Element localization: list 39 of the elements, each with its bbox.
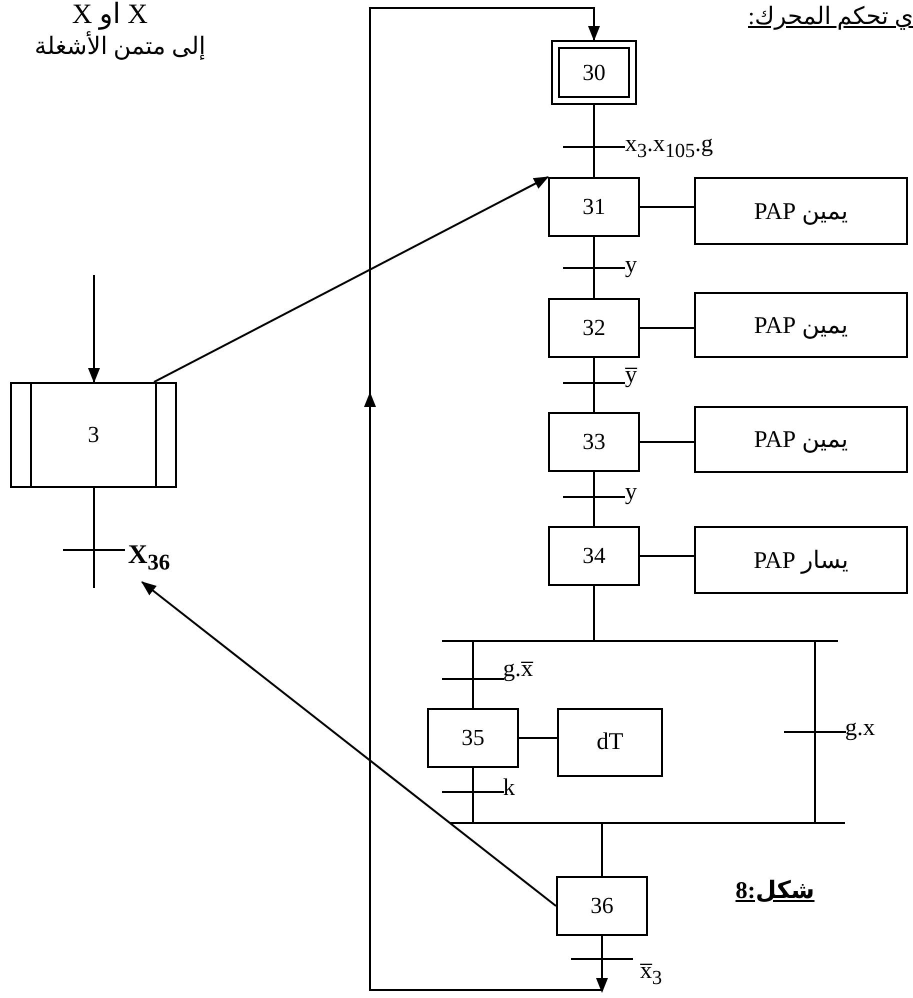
arrow bbox=[141, 581, 557, 907]
step-box: 34 bbox=[548, 526, 640, 586]
action-box: يمين PAP bbox=[694, 177, 908, 245]
connector-line bbox=[640, 327, 694, 329]
step-box: 32 bbox=[548, 298, 640, 358]
connector-line bbox=[593, 358, 595, 412]
action-box: يسار PAP bbox=[694, 526, 908, 594]
transition-condition: X$_{36}$ bbox=[128, 540, 170, 576]
transition-condition: g.x̅ bbox=[503, 656, 533, 682]
action-box: dT bbox=[557, 708, 663, 777]
connector-line bbox=[640, 555, 694, 557]
figure-caption: شكل:8 bbox=[736, 878, 814, 904]
transition-condition: x̅$_{3}$ bbox=[640, 958, 662, 989]
transition-condition: k bbox=[503, 775, 515, 802]
connector-line bbox=[593, 472, 595, 526]
step-box: 35 bbox=[427, 708, 519, 768]
connector-line bbox=[93, 488, 95, 588]
note-text: X او X bbox=[72, 0, 148, 31]
transition-condition: g.x bbox=[845, 715, 875, 742]
initial-step-box: 30 bbox=[551, 40, 637, 105]
heading: ي تحكم المحرك: bbox=[748, 4, 913, 30]
arrow bbox=[154, 176, 549, 383]
connector-line bbox=[640, 206, 694, 208]
connector-line bbox=[593, 237, 595, 298]
connector-line bbox=[593, 105, 595, 177]
arrow bbox=[364, 7, 608, 993]
action-box: يمين PAP bbox=[694, 406, 908, 473]
step-box: 36 bbox=[556, 876, 648, 936]
arrow bbox=[88, 275, 100, 383]
action-box: يمين PAP bbox=[694, 292, 908, 358]
transition-condition: y bbox=[625, 479, 637, 506]
transition-condition: y̅ bbox=[625, 362, 637, 388]
transition-condition: y bbox=[625, 252, 637, 278]
step-box: 33 bbox=[548, 412, 640, 472]
connector-line bbox=[519, 737, 557, 739]
transition-condition: x$_{3}$.x$_{105}$.g bbox=[625, 131, 713, 162]
step-box: 31 bbox=[548, 177, 640, 237]
macro-step-box: 3 bbox=[10, 382, 177, 488]
connector-line bbox=[640, 441, 694, 443]
